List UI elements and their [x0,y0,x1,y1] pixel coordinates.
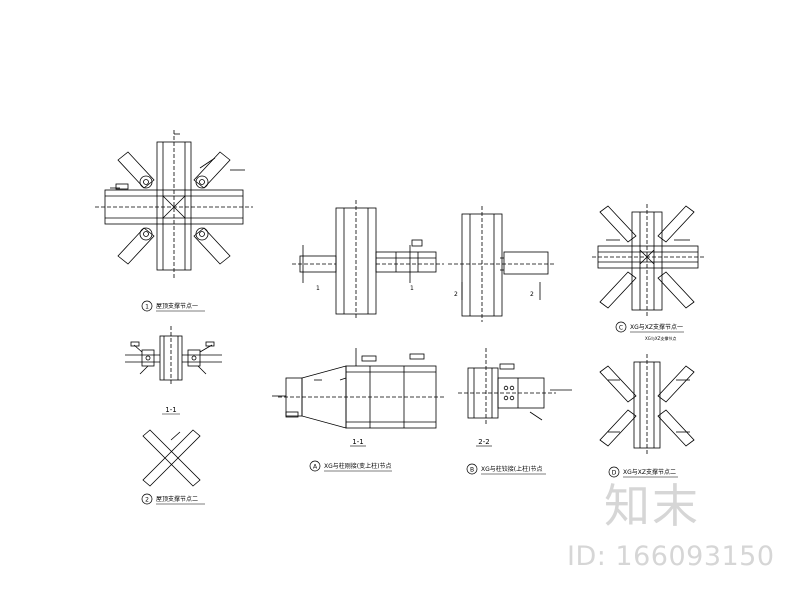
detail-b-title: B XG与柱铰接(上柱)节点 [466,463,546,475]
detail-1-number: 1 [145,304,149,311]
detail-1-title: 1 屋顶支撑节点一 [141,300,205,312]
detail-c-marker [615,321,627,333]
detail-a-elevation [292,200,444,320]
detail-c-caption: XG与XZ支撑节点一 [630,323,683,331]
detail-a-caption: XG与柱刚接(变上柱)节点 [324,462,391,470]
detail-b-cut-2-right: 2 [530,291,534,298]
detail-b-cut-2-left: 2 [454,291,458,298]
detail-2-caption: 屋顶支撑节点二 [156,495,198,503]
detail-a-title: A XG与柱刚接(变上柱)节点 [309,460,392,472]
detail-d-title: D XG与XZ支撑节点二 [608,466,678,478]
section-left-1-1-drawing [125,326,222,386]
watermark-logo: 知末 [604,479,700,533]
detail-2-drawing [142,429,201,487]
detail-a-letter: A [313,464,318,471]
detail-d-drawing [599,354,695,454]
detail-1-caption: 屋顶支撑节点一 [156,302,198,310]
detail-c-letter: C [619,325,623,332]
detail-b-section [458,348,572,424]
section-label-a-1-1: 1-1 [352,438,363,446]
detail-d-letter: D [612,470,617,477]
detail-d-marker [608,466,620,478]
detail-b-elevation [448,206,556,322]
detail-2-number: 2 [145,497,149,504]
detail-2-title: 2 屋顶支撑节点二 [141,493,205,505]
detail-2-marker [141,493,153,505]
section-label-b-2-2: 2-2 [478,438,489,446]
detail-a-cut-1-left: 1 [316,285,320,292]
detail-a-marker [309,460,321,472]
detail-b-marker [466,463,478,475]
detail-b-letter: B [470,467,474,474]
detail-c-drawing [592,204,704,316]
detail-a-section [272,348,444,429]
detail-1-drawing [95,130,253,278]
detail-c-subcaption: XG与XZ支撑节点 [645,335,676,341]
detail-c-title: C XG与XZ支撑节点一 XG与XZ支撑节点 [615,321,684,341]
detail-a-cut-1-right: 1 [410,285,414,292]
detail-1-marker [141,300,153,312]
detail-b-caption: XG与柱铰接(上柱)节点 [481,465,542,473]
watermark-id: ID: 166093150 [567,541,775,572]
detail-d-caption: XG与XZ支撑节点二 [623,468,676,476]
section-label-left-1-1: 1-1 [165,406,176,414]
